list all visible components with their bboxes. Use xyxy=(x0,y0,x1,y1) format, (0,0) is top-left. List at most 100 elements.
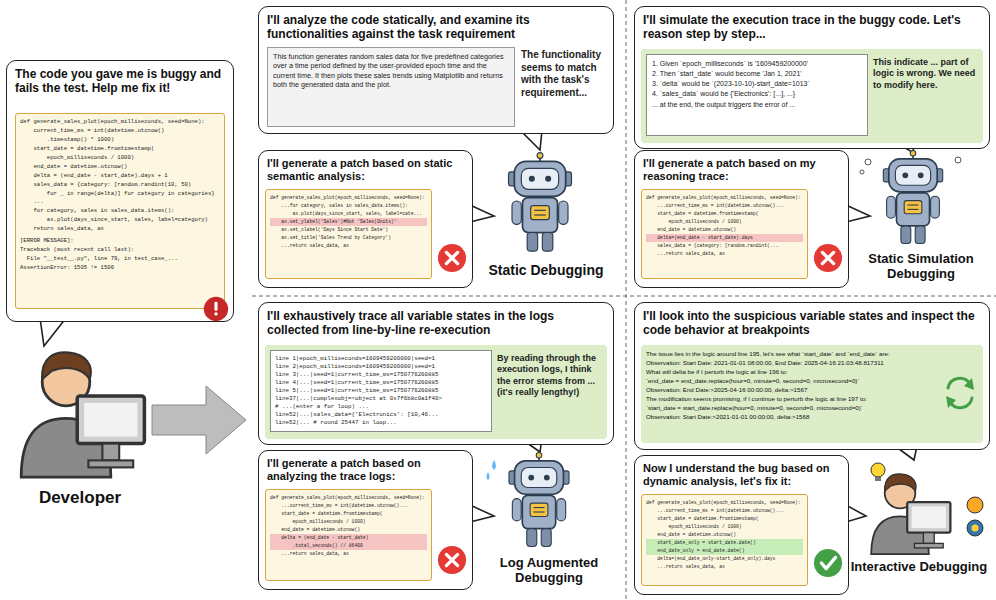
success-icon xyxy=(814,549,842,577)
retry-icon xyxy=(946,396,956,408)
robot-icon xyxy=(509,153,572,252)
speech-bubble: I'll generate a patch based on static se… xyxy=(258,150,473,288)
code-line: end_date = datetime.utcnow() xyxy=(646,531,803,539)
bubble-heading: I'll generate a patch based on analyzing… xyxy=(267,457,464,483)
log-line: line52|... # round 25447 in loop... xyxy=(275,419,487,427)
code-line: epoch_milliseconds / 1000) xyxy=(646,218,803,226)
body-text: 3. `delta` would be `(2023-10-10)-start_… xyxy=(652,79,862,89)
code-line: ...current_time_ms = int(datetime.utcnow… xyxy=(270,502,427,510)
fail-icon xyxy=(438,244,466,272)
developer-figure xyxy=(21,352,144,477)
sweat-drop xyxy=(492,460,496,470)
side-note: This indicate ... part of logic is wrong… xyxy=(873,57,977,91)
body-text: This function generates random sales dat… xyxy=(273,52,509,89)
code-line: File "__test__.py", line 79, in test_cas… xyxy=(20,255,220,264)
success-icon xyxy=(814,549,842,577)
thought-cloud xyxy=(860,170,864,174)
speech-bubble: I'll simulate the execution trace in the… xyxy=(634,6,990,149)
code-line: def generate_sales_plot(epoch_millisecon… xyxy=(646,194,803,202)
description-box: This function generates random sales dat… xyxy=(267,47,515,127)
log-line: line37|...|complexobj=<object at 0x7f6b8… xyxy=(275,395,487,403)
speech-bubble: Now I understand the bug based on dynami… xyxy=(634,455,849,595)
method-label: Interactive Debugging xyxy=(846,560,992,575)
patch-code-box: def generate_sales_plot(epoch_millisecon… xyxy=(641,189,808,279)
patch-code-box: def generate_sales_plot(epoch_millisecon… xyxy=(641,494,808,586)
retry-icon xyxy=(950,398,972,408)
lightbulb-icon xyxy=(871,463,885,477)
developer-figure xyxy=(871,474,950,554)
sweat-drop xyxy=(487,472,490,480)
body-text: The issue lies in the logic around line … xyxy=(646,350,937,359)
code-line: ...for category, sales in sales_data.ite… xyxy=(270,202,427,210)
code-line: end_date = datetime.utcnow() xyxy=(646,226,803,234)
code-line: return sales_data, ax xyxy=(20,225,220,234)
bubble-heading: I'll generate a patch based on static se… xyxy=(267,157,464,183)
tool-icon xyxy=(967,520,983,536)
body-text: 4. `sales_data` would be {'Electronics':… xyxy=(652,89,862,99)
tool-icon xyxy=(967,497,983,536)
fail-icon xyxy=(814,244,842,272)
sweat-drop xyxy=(487,460,497,480)
code-line: ax.set_xlabel('Days Since Start Date') xyxy=(270,226,427,234)
code-line: for _ in range(delta)] for category in c… xyxy=(20,190,220,199)
code-line: def generate_sales_plot(epoch_millisecon… xyxy=(20,118,220,127)
code-line: epoch_milliseconds / 1000) xyxy=(270,518,427,526)
body-text: The modification seems promising, if I c… xyxy=(646,395,937,404)
method-label: Log Augmented Debugging xyxy=(474,556,624,586)
analysis-panel: By reading through the execution logs, I… xyxy=(265,345,607,439)
developer-figure xyxy=(871,474,950,554)
robot-icon xyxy=(883,151,942,244)
speech-bubble: The code you gave me is buggy and fails … xyxy=(6,60,234,322)
method-label: Developer xyxy=(10,488,150,508)
code-line: current_time_ms = int(datetime.utcnow() xyxy=(20,127,220,136)
code-line: end_date_only = end_date.date() xyxy=(646,547,803,555)
bubble-heading: Now I understand the bug based on dynami… xyxy=(643,462,840,488)
log-line: line 5|...|seed=1|current_time_ms=175077… xyxy=(275,387,487,395)
speech-bubble: I'll exhaustively trace all variable sta… xyxy=(258,302,614,445)
code-line: start_date_only = start_date.date() xyxy=(646,539,803,547)
code-line: def generate_sales_plot(epoch_millisecon… xyxy=(270,494,427,502)
bubble-tail xyxy=(846,205,870,222)
code-line: [ERROR MESSAGE]: xyxy=(20,237,220,246)
code-line: start_date = datetime.fromtimestamp( xyxy=(270,510,427,518)
divider-lines xyxy=(626,0,627,600)
code-line: delta = (end_date - start_date) xyxy=(270,534,427,542)
thought-cloud xyxy=(865,159,871,165)
bubble-tail xyxy=(470,205,494,222)
bubble-heading: I'll simulate the execution trace in the… xyxy=(643,13,981,42)
speech-bubble: I'll look into the suspicious variable s… xyxy=(634,302,990,450)
developer-figure xyxy=(21,352,144,477)
fail-icon xyxy=(438,244,842,574)
code-line: for category, sales in sales_data.items(… xyxy=(20,207,220,216)
body-text: Observation: Start Date:>2021-01-01 00:0… xyxy=(646,413,937,422)
analysis-panel: This indicate ... part of logic is wrong… xyxy=(641,49,983,143)
retry-icon xyxy=(948,378,970,388)
method-label: Static Debugging xyxy=(470,262,622,278)
speech-bubble: I'll generate a patch based on analyzing… xyxy=(258,450,473,590)
log-line: line 3|...|seed=1|current_time_ms=175077… xyxy=(275,371,487,379)
code-line: start_date = datetime.fromtimestamp( xyxy=(646,210,803,218)
code-line: sales_data = {category: [random.randint(… xyxy=(20,181,220,190)
thought-cloud xyxy=(860,157,961,174)
code-line: ... xyxy=(20,198,220,207)
body-text: What will delta be if I perturb the logi… xyxy=(646,368,937,377)
code-line: start_date = datetime.fromtimestamp( xyxy=(646,515,803,523)
body-text: 2. Then `start_date` would become 'Jan 1… xyxy=(652,69,862,79)
bubble-tail xyxy=(470,505,494,522)
code-line: end_date = datetime.utcnow() xyxy=(20,163,220,172)
code-line: sales_data = {category: [random.randint(… xyxy=(646,242,803,250)
code-line: def generate_sales_plot(epoch_millisecon… xyxy=(646,499,803,507)
bubble-heading: I'll exhaustively trace all variable sta… xyxy=(267,309,605,338)
log-line: line 4|...|seed=1|current_time_ms=175077… xyxy=(275,379,487,387)
fail-icon xyxy=(438,546,466,574)
method-label: Static Simulation Debugging xyxy=(848,252,994,282)
body-text: `start_date = start_date.replace(hour=0,… xyxy=(646,404,937,413)
code-line: ...return sales_data, ax xyxy=(270,550,427,558)
code-line: ...return sales_data, ax xyxy=(646,563,803,571)
lightbulb-icon xyxy=(871,463,885,481)
bubble-heading: I'll look into the suspicious variable s… xyxy=(643,309,981,338)
code-line: end_date = datetime.utcnow() xyxy=(270,526,427,534)
code-line: def generate_sales_plot(epoch_millisecon… xyxy=(270,194,427,202)
side-note: By reading through the execution logs, I… xyxy=(497,353,601,398)
